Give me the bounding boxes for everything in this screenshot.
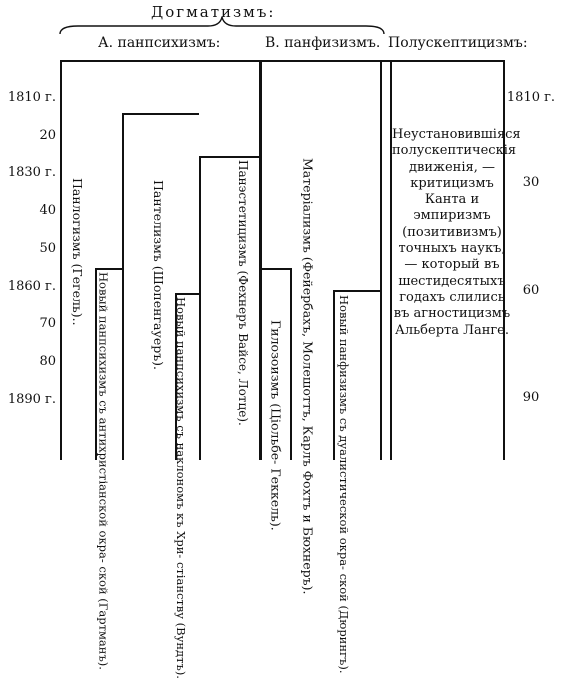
hylozoism-label: Гилозоизмъ (Ціольбе- Геккель).: [268, 320, 284, 531]
christian-line-3: стіанству (Вундтъ).: [174, 561, 188, 679]
panaestheticism-label: Панэстетицизмъ (Фехнеръ Вайсе, Лотце).: [236, 160, 250, 426]
column-top-4: [175, 293, 199, 295]
christian-line-1: Новый панпсихизмъ: [174, 297, 188, 422]
year-left-50: 50: [39, 241, 56, 256]
table-right-border: [503, 60, 505, 460]
year-left-80: 80: [39, 354, 56, 369]
panlogism-label: Панлогизмъ (Гегель)..: [70, 178, 85, 326]
panphysism-line-2: дуалистической окра-: [337, 435, 351, 570]
christian-line-2: съ наклономъ къ Хри-: [174, 425, 188, 559]
group-b-heading: В. панфизизмъ.: [265, 35, 381, 51]
column-divider-1: [95, 268, 97, 460]
panphysism-line-3: ской (Дюрингъ).: [337, 573, 351, 674]
group-a-heading: А. панпсихизмъ:: [98, 35, 221, 51]
antichristian-line-3: ской (Гартманъ).: [96, 566, 111, 670]
new-panphysism-label: Новый панфизизмъ съ дуалистической окра-…: [337, 295, 351, 674]
year-left-1860: 1860 г.: [7, 279, 56, 294]
table-top-border: [60, 60, 503, 62]
new-panpsychism-christian-label: Новый панпсихизмъ съ наклономъ къ Хри- с…: [174, 297, 188, 679]
materialism-line-1: Матеріализмъ: [300, 158, 316, 253]
year-left-1830: 1830 г.: [7, 165, 56, 180]
column-divider-2: [122, 113, 124, 460]
semi-skepticism-description: Неустановившіяся полускептическія движен…: [392, 127, 521, 338]
column-divider-6: [290, 268, 292, 460]
panphysism-line-1: Новый панфизизмъ съ: [337, 295, 351, 432]
hylozoism-line-1: Гилозоизмъ (Ціольбе-: [268, 320, 284, 465]
column-divider-5: [259, 60, 262, 460]
year-right-60: 60: [522, 283, 540, 298]
year-right-30: 30: [522, 175, 540, 190]
column-divider-8: [380, 60, 382, 460]
year-right-90: 90: [522, 390, 540, 405]
column-divider-4: [175, 293, 177, 460]
dogmatism-title: Догматизмъ:: [151, 3, 276, 21]
group-c-heading: Полускептицизмъ:: [388, 35, 528, 51]
column-top-3: [199, 156, 259, 158]
pantelism-label: Пантелизмъ (Шопенгауеръ).: [151, 180, 166, 371]
year-left-1890: 1890 г.: [7, 392, 56, 407]
column-top-1: [95, 268, 122, 270]
hylozoism-line-2: Геккель).: [268, 468, 284, 531]
year-left-1810: 1810 г.: [7, 90, 56, 105]
antichristian-line-1: Новый панпсихизмъ съ: [96, 272, 111, 414]
year-left-20: 20: [39, 128, 56, 143]
year-left-70: 70: [39, 316, 56, 331]
column-divider-3: [199, 156, 201, 460]
column-top-6: [259, 268, 290, 270]
materialism-line-3: Молешоттъ,: [300, 341, 316, 422]
year-right-1810: 1810 г.: [506, 90, 556, 105]
materialism-line-5: и Бюхнеръ).: [300, 514, 316, 595]
materialism-label: Матеріализмъ (Фейербахъ, Молешоттъ, Карл…: [300, 158, 316, 595]
new-panpsychism-antichristian-label: Новый панпсихизмъ съ антихристіанской ок…: [96, 272, 111, 670]
column-top-2: [122, 113, 199, 115]
materialism-line-4: Карлъ Фохтъ: [300, 425, 316, 511]
column-top-7: [333, 290, 380, 292]
year-left-40: 40: [39, 203, 56, 218]
table-left-border: [60, 60, 62, 460]
column-divider-7: [333, 290, 335, 460]
antichristian-line-2: антихристіанской окра-: [96, 417, 111, 563]
column-divider-9: [390, 60, 392, 460]
materialism-line-2: (Фейербахъ,: [300, 256, 316, 338]
dogmatism-brace: [59, 16, 385, 35]
